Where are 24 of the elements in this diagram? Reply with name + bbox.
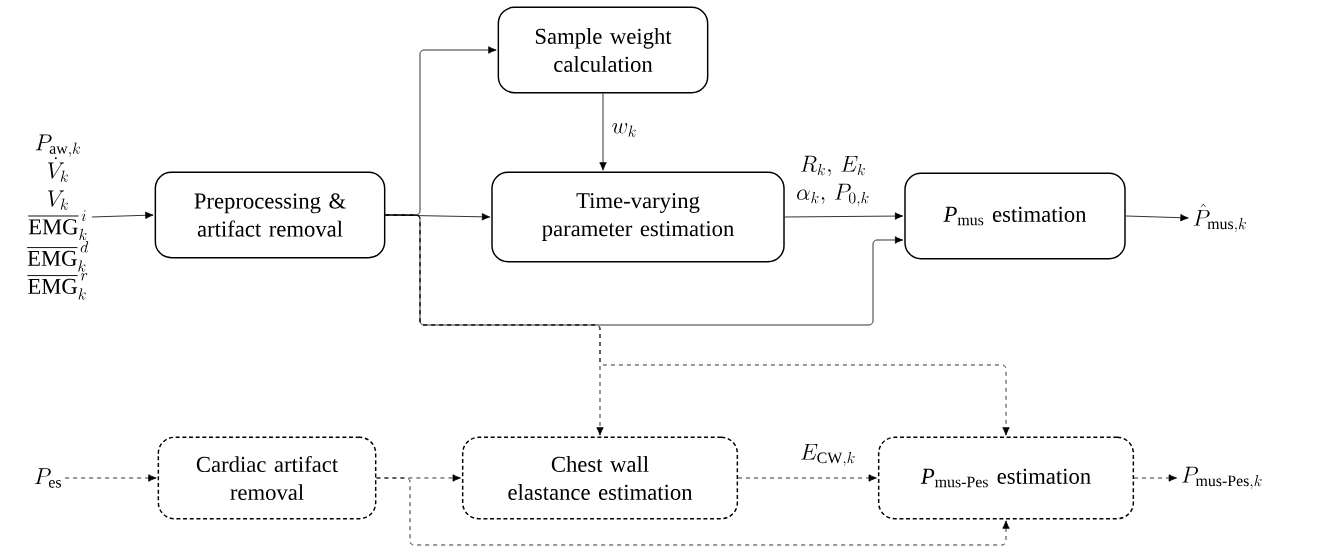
- process-box: Sample weight calculation: [497, 6, 709, 94]
- process-box: Time-varying parameter estimation: [491, 171, 785, 263]
- arrow: [91, 211, 154, 219]
- process-box: Cardiac artifact removal: [157, 436, 377, 520]
- process-box: Chest wall elastance estimation: [461, 436, 739, 520]
- arrow: [385, 214, 904, 326]
- process-box: P$_{mus-Pes}$ estimation: [877, 436, 1135, 520]
- variable-label: $P_{\mathrm{aw},k}$ $\dot{V}_k$ $V_k$ $\overline{\mathrm{EMG}}_k^{\,i}$ $\overline{\mathrm{EMG}}_k^{\,d}$ $\overline{\mathrm{EMG}}_k^{\,r}$: [27, 134, 89, 300]
- arrow: [1133, 474, 1177, 482]
- edge-label: $E_{\mathrm{CW},k}$: [798, 442, 858, 468]
- variable-label: $P_{\mathrm{es}}$: [34, 468, 61, 488]
- edge-label: $w_k$: [610, 121, 639, 138]
- arrow: [784, 212, 904, 220]
- arrow: [1125, 214, 1189, 222]
- process-box: Preprocessing & artifact removal: [154, 171, 386, 259]
- process-box: P$_{mus}$ estimation: [904, 172, 1126, 260]
- arrow: [385, 214, 1010, 436]
- arrow: [376, 477, 1010, 546]
- arrow: [737, 474, 877, 482]
- arrow: [599, 93, 607, 171]
- variable-label: $P_{\text{mus-Pes},k}$: [1182, 466, 1262, 490]
- variable-label: $\hat{P}_{\mathrm{mus},k}$: [1193, 203, 1246, 233]
- edge-label: $\begin{array}{c}R_k,\,E_k\\ \alpha_k,\,P_{0,k}\end{array}$: [788, 150, 878, 210]
- arrow: [64, 474, 157, 482]
